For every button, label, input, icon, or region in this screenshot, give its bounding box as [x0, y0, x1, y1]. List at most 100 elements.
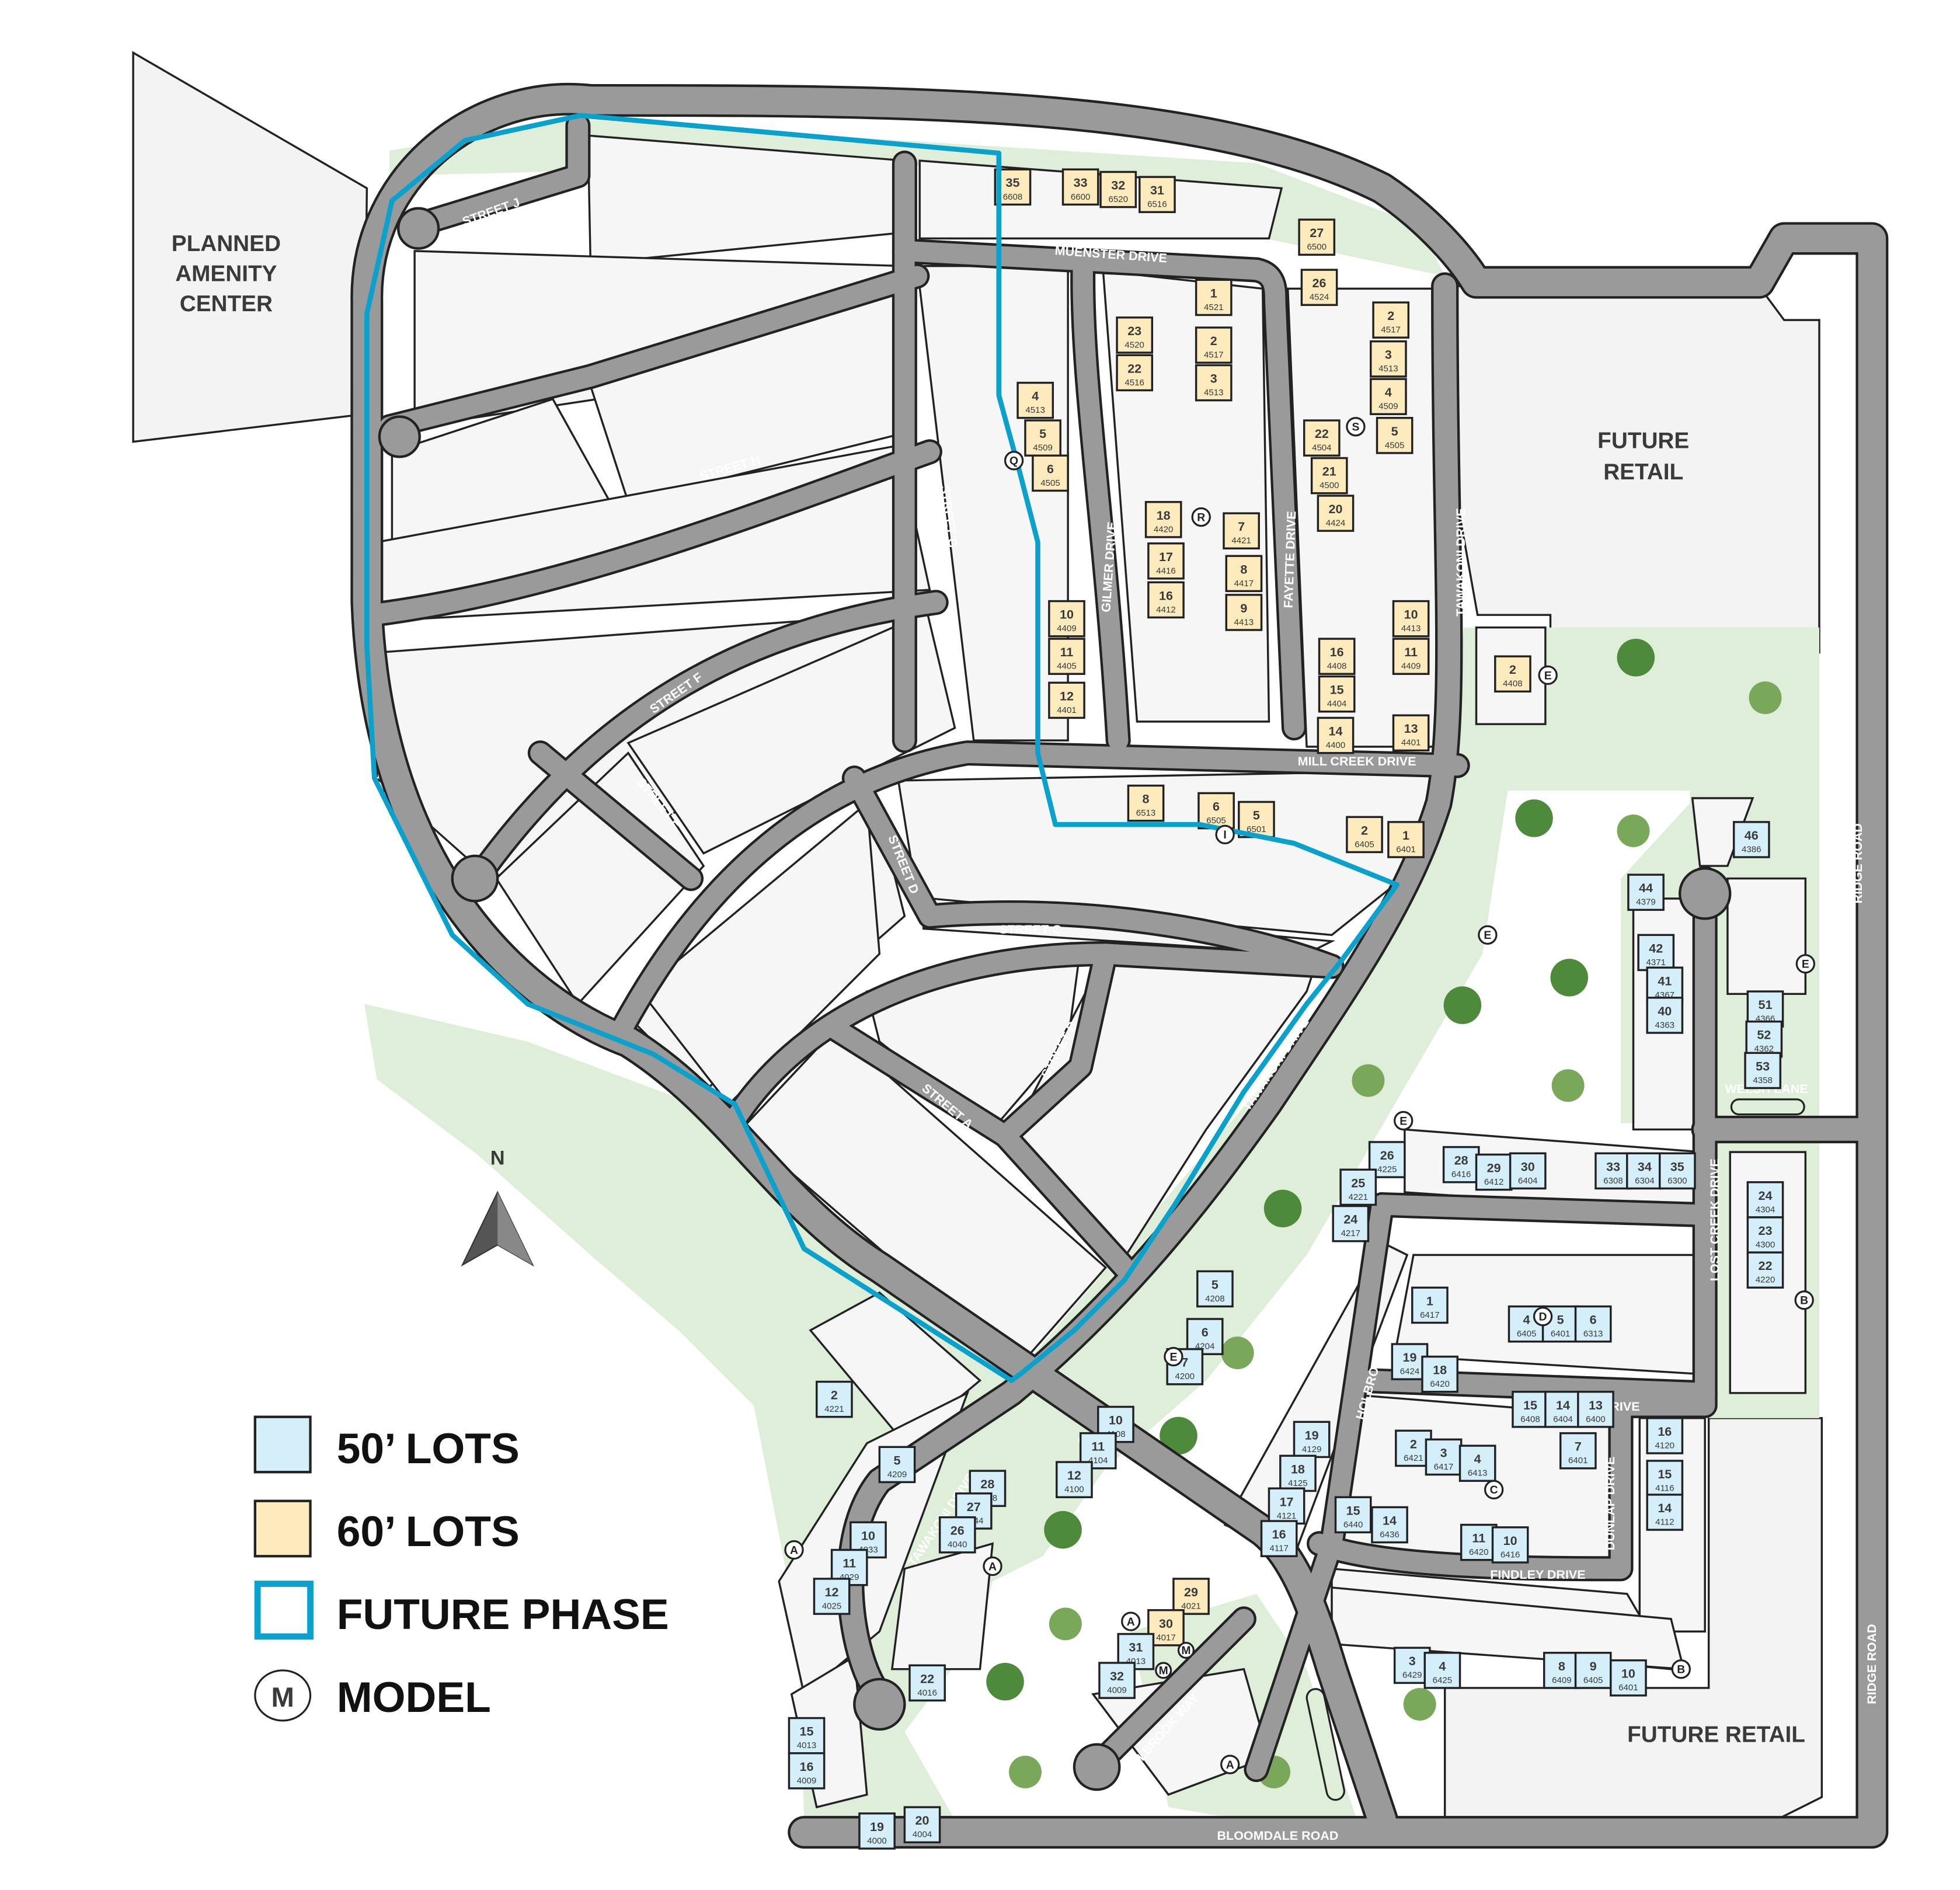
future-retail-south-parcel[interactable]: FUTURE RETAIL [1443, 1417, 1823, 1823]
model-home-icon[interactable]: M [1177, 1641, 1195, 1659]
model-home-icon[interactable]: M [1155, 1662, 1172, 1679]
amenity-center-parcel[interactable]: PLANNED AMENITY CENTER [132, 51, 368, 443]
future-retail-north-parcel[interactable]: FUTURE RETAIL [1456, 285, 1820, 654]
